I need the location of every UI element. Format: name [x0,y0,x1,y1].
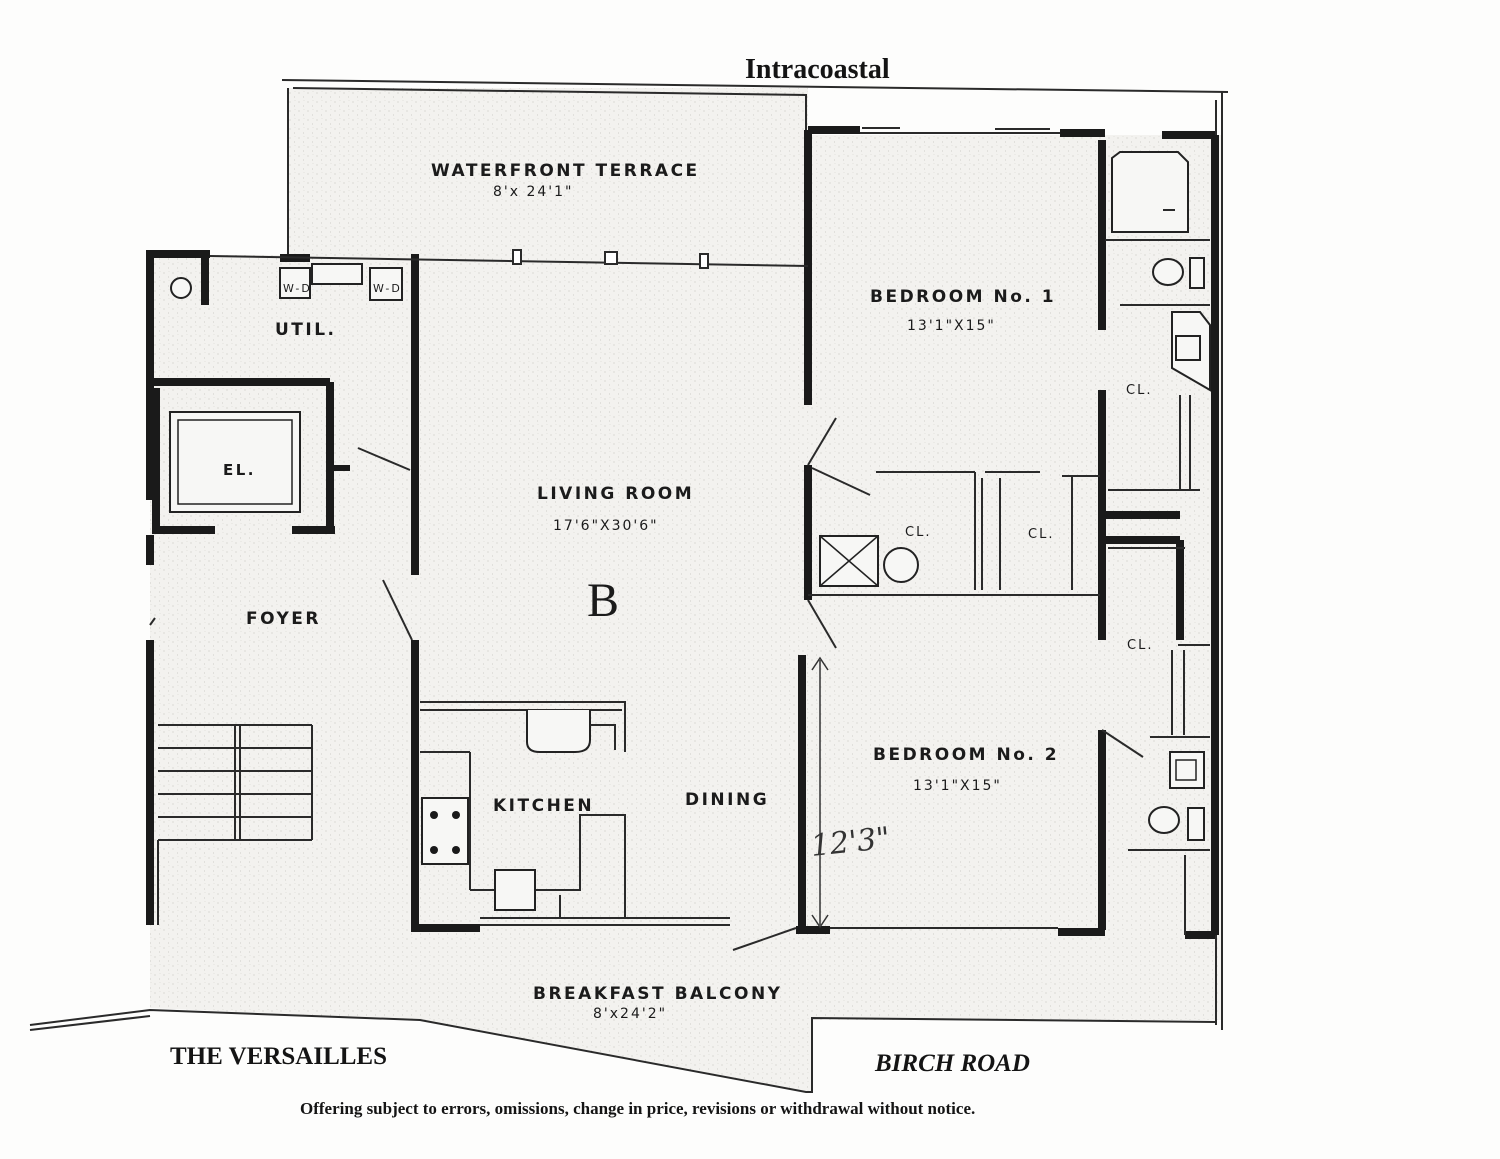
title-intracoastal: Intracoastal [745,54,890,85]
door-swings [149,417,1144,951]
closet-label: CL. [905,525,931,540]
living-room-name: LIVING ROOM [537,484,694,504]
closet-label: CL. [1127,638,1153,653]
kitchen-label: KITCHEN [493,796,594,816]
building-name: THE VERSAILLES [170,1043,387,1070]
walls [146,126,1219,939]
wd-label-2: W-D [373,282,402,295]
kitchen-fixtures [420,701,626,918]
bedroom2-size: 13'1"X15" [913,778,1002,794]
foyer-label: FOYER [246,609,321,629]
terrace-size: 8'x 24'1" [493,184,574,200]
balcony-name: BREAKFAST BALCONY [533,984,782,1004]
unit-letter: B [587,574,619,627]
bedroom2-name: BEDROOM No. 2 [873,745,1059,765]
disclaimer: Offering subject to errors, omissions, c… [300,1099,975,1118]
stairs [157,724,313,925]
terrace-name: WATERFRONT TERRACE [431,161,700,181]
living-room-size: 17'6"X30'6" [553,518,659,534]
elevator-label: EL. [223,461,256,479]
closet-label: CL. [1126,383,1152,398]
handwritten-dimension: 12'3" [809,656,892,929]
elevator [169,411,350,513]
closet-label: CL. [1028,527,1054,542]
handwritten-dimension-text: 12'3" [809,821,892,864]
floor-tint [150,88,1223,1092]
balcony-size: 8'x24'2" [593,1006,667,1022]
utility-fixtures [170,263,403,301]
bedroom1-name: BEDROOM No. 1 [870,287,1056,307]
street-name: BIRCH ROAD [874,1050,1030,1077]
util-label: UTIL. [275,320,337,340]
interior-lines [209,127,1210,935]
bath-fixtures [819,151,1211,841]
dining-label: DINING [685,790,769,810]
wd-label-1: W-D [283,282,312,295]
bedroom1-size: 13'1"X15" [907,318,996,334]
